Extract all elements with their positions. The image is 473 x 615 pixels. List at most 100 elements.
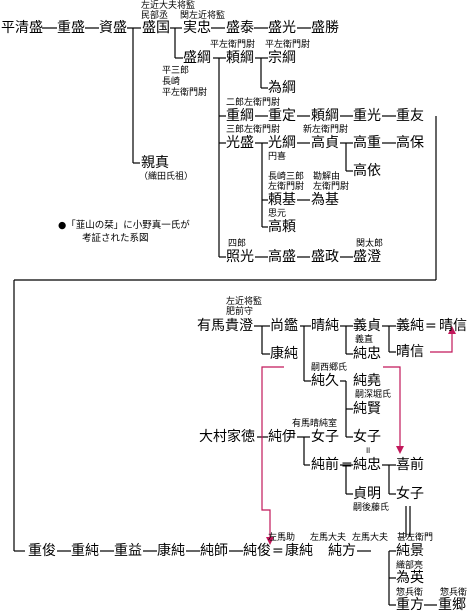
adoption-arrow: [383, 366, 401, 446]
title-note: 民部丞: [141, 11, 169, 21]
title-note: 長崎: [162, 77, 181, 87]
title-note: 左馬助: [268, 533, 296, 543]
person-name: 義貞: [353, 318, 381, 334]
title-note: （織田氏祖）: [139, 172, 194, 182]
legend-note: ●「韮山の栞」に小野真一氏が: [58, 220, 190, 231]
person-name: 重方: [396, 597, 424, 613]
title-note: 肥前守: [226, 307, 254, 317]
person-name: 盛澄: [353, 249, 381, 265]
person-name: 純伊: [268, 429, 296, 445]
person-name: 高重: [353, 135, 381, 151]
adoption-arrow: [430, 334, 453, 353]
title-note: 平左衛門尉: [265, 40, 311, 50]
title-note: 織部亮: [396, 561, 424, 571]
person-name: 貞明: [353, 486, 381, 502]
person-name: 大村家徳: [199, 429, 255, 445]
marriage-symbol: =: [425, 318, 437, 334]
person-name: 為基: [311, 192, 339, 208]
title-note: 惣兵衛: [396, 588, 424, 598]
person-name: 盛国: [142, 20, 170, 36]
person-name: 純前: [311, 457, 339, 473]
person-name: 重綱: [226, 108, 254, 124]
person-name: 高貞: [311, 135, 339, 151]
title-note: 左近大夫将監: [141, 1, 196, 11]
person-name: 純忠: [353, 457, 381, 473]
marriage-symbol: ॥: [365, 446, 371, 456]
person-name: 盛泰: [226, 20, 254, 36]
person-name: 晴信: [439, 318, 467, 334]
title-note: 関太郎: [356, 239, 384, 249]
title-note: 左衛門尉: [313, 182, 350, 192]
title-note: 三郎左衛門尉: [226, 125, 281, 135]
title-note: 円喜: [268, 152, 287, 162]
title-note: 関左近将監: [180, 11, 226, 21]
person-name: 尚鑑: [270, 318, 298, 334]
person-name: 喜前: [396, 457, 424, 473]
title-note: 平左衛門尉: [210, 40, 256, 50]
title-note: 四郎: [228, 239, 247, 249]
title-note: 平三郎: [162, 66, 190, 76]
person-name: 頼基: [268, 192, 296, 208]
person-name: 盛光: [268, 20, 296, 36]
legend-note: 考証された系図: [82, 233, 149, 244]
title-note: 義直: [355, 335, 374, 345]
person-name: 女子: [396, 486, 424, 502]
person-name: 頼綱: [311, 108, 339, 124]
person-name: 女子: [311, 429, 339, 445]
person-name: 純忠: [353, 346, 381, 362]
person-name: 重俊: [28, 543, 56, 559]
person-name: 重純: [71, 543, 99, 559]
person-name: 高保: [396, 135, 424, 151]
title-note: 嗣後藤氏: [353, 503, 390, 513]
person-name: 康純: [285, 543, 313, 559]
person-name: 為綱: [268, 80, 296, 96]
adoption-arrowhead: [448, 326, 456, 334]
person-name: 重盛: [57, 20, 85, 36]
title-note: 惣兵衛: [440, 588, 468, 598]
title-note: 左馬大夫: [352, 533, 389, 543]
person-name: 康純: [157, 543, 185, 559]
person-name: 盛政: [311, 249, 339, 265]
person-name: 為英: [396, 570, 424, 586]
title-note: 甚左衛門: [397, 533, 434, 543]
person-name: 光綱: [268, 135, 296, 151]
person-name: 重郷: [438, 597, 466, 613]
adoption-arrowhead: [266, 537, 274, 545]
title-note: 思元: [268, 209, 287, 219]
person-name: 高依: [353, 163, 381, 179]
person-name: 純師: [200, 543, 228, 559]
title-note: 嗣西郷氏: [311, 363, 348, 373]
person-name: 純俊: [243, 543, 271, 559]
person-name: 晴信: [396, 344, 424, 360]
person-name: 光盛: [226, 135, 254, 151]
marriage-symbol: =: [272, 543, 284, 559]
marriage-symbol: =: [341, 457, 353, 473]
adoption-arrowhead: [396, 446, 404, 454]
person-name: 照光: [226, 249, 254, 265]
person-name: 重定: [268, 108, 296, 124]
person-name: 純堯: [353, 373, 381, 389]
person-name: 重益: [114, 543, 142, 559]
person-name: 宗綱: [268, 50, 296, 66]
title-note: 新左衛門尉: [303, 125, 349, 135]
adoption-arrow: [261, 366, 284, 537]
person-name: 高頼: [268, 219, 296, 235]
person-name: 盛勝: [311, 20, 339, 36]
title-note: 長崎三郎: [268, 172, 305, 182]
person-name: 重光: [353, 108, 381, 124]
person-name: 純景: [396, 543, 424, 559]
title-note: 嗣深堀氏: [355, 390, 392, 400]
person-name: 資盛: [99, 20, 127, 36]
person-name: 純方: [328, 543, 356, 559]
title-note: 有馬晴純室: [292, 419, 338, 429]
title-note: 左衛門尉: [268, 182, 305, 192]
person-name: 晴純: [311, 318, 339, 334]
person-name: 重友: [396, 108, 424, 124]
title-note: 左近将監: [226, 297, 263, 307]
person-name: 純賢: [353, 401, 381, 417]
person-name: 義純: [396, 318, 424, 334]
title-note: 平左衛門尉: [162, 88, 208, 98]
person-name: 高盛: [268, 249, 296, 265]
person-name: 親真: [141, 155, 169, 171]
